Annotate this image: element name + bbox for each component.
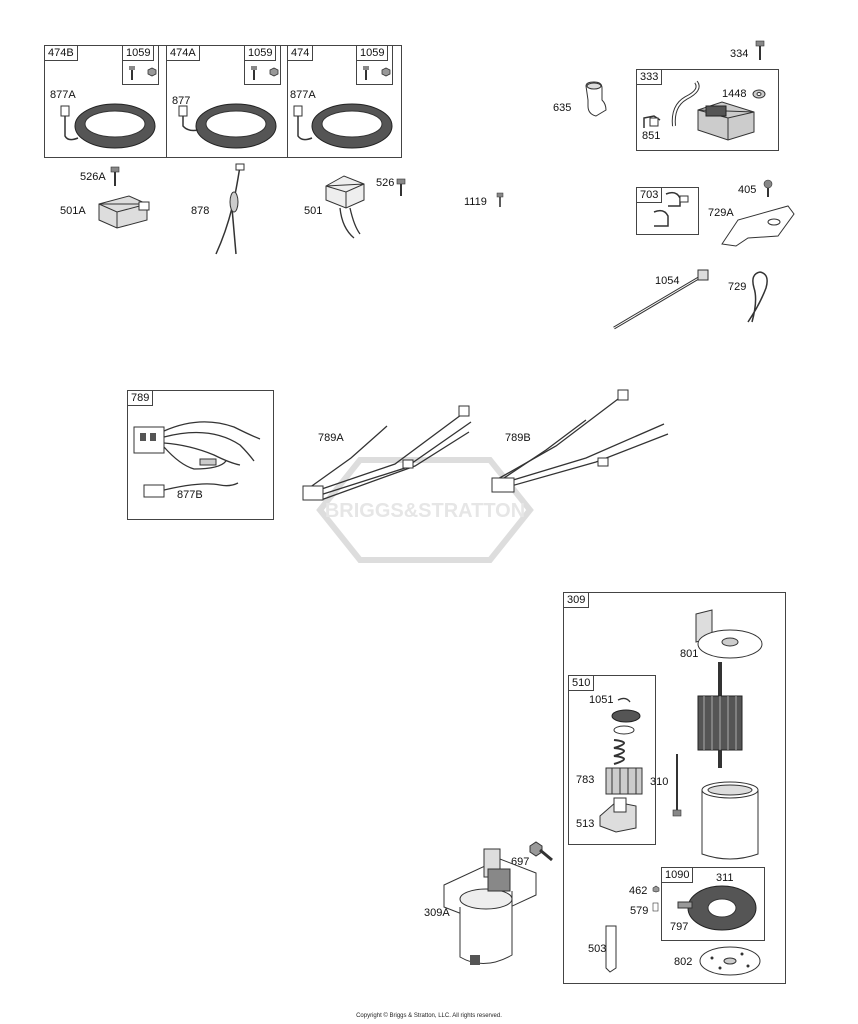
part-label-1119[interactable]: 1119 xyxy=(464,196,487,208)
bolt-icon[interactable] xyxy=(528,840,554,864)
part-label-877B[interactable]: 877B xyxy=(177,489,203,501)
washer-icon[interactable] xyxy=(752,89,766,99)
group-tag-474A[interactable]: 474A xyxy=(166,45,200,61)
part-label-877A-2[interactable]: 877A xyxy=(290,89,316,101)
spring-clip-icon[interactable] xyxy=(740,268,774,328)
starter-motor-icon[interactable] xyxy=(440,845,544,975)
cable-tie-icon[interactable] xyxy=(610,266,714,332)
part-label-310[interactable]: 310 xyxy=(650,776,669,788)
part-label-878[interactable]: 878 xyxy=(191,205,210,217)
part-label-501A[interactable]: 501A xyxy=(60,205,86,217)
ignition-coil-icon[interactable] xyxy=(662,76,762,146)
part-label-789B[interactable]: 789B xyxy=(505,432,531,444)
screw-nut-icon xyxy=(363,66,391,80)
group-tag-703[interactable]: 703 xyxy=(636,187,663,203)
group-tag-333[interactable]: 333 xyxy=(636,69,663,85)
copyright-footer: Copyright © Briggs & Stratton, LLC. All … xyxy=(356,1013,502,1019)
part-label-729[interactable]: 729 xyxy=(728,281,747,293)
end-plate-icon[interactable] xyxy=(698,944,762,978)
group-tag-474[interactable]: 474 xyxy=(287,45,314,61)
armature-icon[interactable] xyxy=(690,660,754,770)
part-label-526[interactable]: 526 xyxy=(376,177,395,189)
drive-assembly-icon[interactable] xyxy=(596,694,646,834)
part-label-503[interactable]: 503 xyxy=(588,943,607,955)
screw-icon[interactable] xyxy=(762,179,774,198)
part-label-877A-1[interactable]: 877A xyxy=(50,89,76,101)
part-label-405[interactable]: 405 xyxy=(738,184,757,196)
bracket-plate-icon[interactable] xyxy=(718,200,798,250)
part-label-334[interactable]: 334 xyxy=(730,48,749,60)
washer-icon[interactable] xyxy=(652,902,660,912)
group-tag-1059-b[interactable]: 1059 xyxy=(244,45,277,61)
spark-plug-boot-icon[interactable] xyxy=(578,80,612,120)
rectifier-icon[interactable] xyxy=(95,190,157,230)
end-cap-bracket-icon[interactable] xyxy=(690,608,766,664)
part-label-801[interactable]: 801 xyxy=(680,648,699,660)
part-label-877[interactable]: 877 xyxy=(172,95,191,107)
part-label-789A[interactable]: 789A xyxy=(318,432,344,444)
alternator-stator-icon[interactable] xyxy=(60,96,160,154)
wire-harness-icon[interactable] xyxy=(206,162,252,257)
group-box-474 xyxy=(287,45,402,158)
part-label-579[interactable]: 579 xyxy=(630,905,649,917)
part-label-526A[interactable]: 526A xyxy=(80,171,106,183)
group-tag-1059-c[interactable]: 1059 xyxy=(356,45,389,61)
regulator-icon[interactable] xyxy=(320,172,370,244)
watermark-text: BRIGGS&STRATTON xyxy=(325,500,525,522)
part-label-802[interactable]: 802 xyxy=(674,956,693,968)
part-label-1448[interactable]: 1448 xyxy=(722,88,747,100)
part-label-513[interactable]: 513 xyxy=(576,818,595,830)
clip-icon[interactable] xyxy=(642,114,662,130)
through-bolt-icon[interactable] xyxy=(672,752,682,818)
brush-plate-icon[interactable] xyxy=(676,878,762,936)
part-label-635[interactable]: 635 xyxy=(553,102,572,114)
part-label-797[interactable]: 797 xyxy=(670,921,689,933)
bolt-icon[interactable] xyxy=(396,178,406,198)
group-box-333 xyxy=(636,69,779,151)
part-label-1054[interactable]: 1054 xyxy=(655,275,680,287)
group-box-309 xyxy=(563,592,786,984)
nut-icon[interactable] xyxy=(652,885,660,893)
screw-nut-icon xyxy=(129,66,157,80)
screw-icon[interactable] xyxy=(496,192,504,208)
group-box-703 xyxy=(636,187,699,235)
briggs-watermark-logo: BRIGGS&STRATTON xyxy=(316,457,534,563)
screw-icon[interactable] xyxy=(755,40,765,62)
part-label-462[interactable]: 462 xyxy=(629,885,648,897)
group-tag-1090[interactable]: 1090 xyxy=(661,867,694,883)
bolt-icon[interactable] xyxy=(110,166,120,188)
part-label-309A[interactable]: 309A xyxy=(424,907,450,919)
part-label-1051[interactable]: 1051 xyxy=(589,694,614,706)
group-box-510 xyxy=(568,675,656,845)
wire-harness-icon[interactable] xyxy=(486,389,672,500)
screw-nut-icon xyxy=(251,66,279,80)
starter-housing-icon[interactable] xyxy=(696,780,766,864)
group-tag-789[interactable]: 789 xyxy=(127,390,154,406)
part-label-311[interactable]: 311 xyxy=(716,872,734,884)
wire-harness-icon[interactable] xyxy=(130,405,270,515)
part-label-501[interactable]: 501 xyxy=(304,205,323,217)
group-tag-510[interactable]: 510 xyxy=(568,675,595,691)
group-box-1090 xyxy=(661,867,765,941)
part-label-729A[interactable]: 729A xyxy=(708,207,734,219)
wire-harness-icon[interactable] xyxy=(295,402,475,512)
group-tag-474B[interactable]: 474B xyxy=(44,45,78,61)
wire-clip-icon[interactable] xyxy=(648,190,698,234)
group-box-789 xyxy=(127,390,274,520)
part-label-851[interactable]: 851 xyxy=(642,130,661,142)
group-tag-309[interactable]: 309 xyxy=(563,592,590,608)
alternator-stator-icon[interactable] xyxy=(178,96,278,154)
alternator-stator-icon[interactable] xyxy=(290,96,394,154)
part-label-783[interactable]: 783 xyxy=(576,774,595,786)
strip-icon[interactable] xyxy=(602,924,622,974)
group-tag-1059-a[interactable]: 1059 xyxy=(122,45,155,61)
